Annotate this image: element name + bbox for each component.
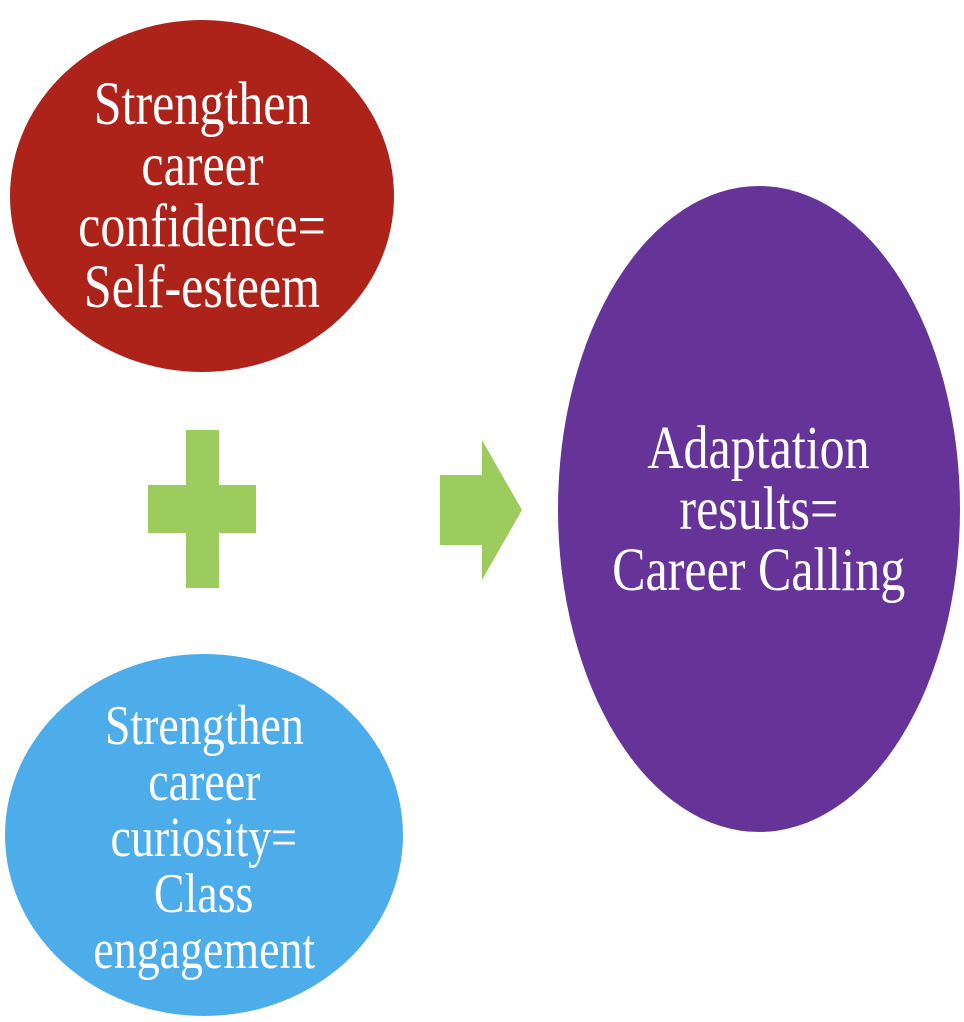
node-text-line: career: [147, 751, 261, 813]
self-esteem-node: Strengthen career confidence= Self-estee…: [10, 20, 394, 372]
node-text-line: Self-esteem: [83, 254, 321, 321]
class-engagement-node: Strengthen career curiosity= Class engag…: [5, 654, 403, 1016]
node-text-line: Strengthen: [93, 71, 311, 138]
node-text-line: confidence=: [78, 193, 326, 260]
career-calling-node: Adaptation results= Career Calling: [558, 186, 960, 832]
node-text-line: Adaptation: [647, 414, 871, 482]
node-text-line: Class: [154, 863, 254, 925]
node-text-line: curiosity=: [110, 807, 298, 869]
plus-icon: [148, 430, 256, 588]
node-text-line: Career Calling: [612, 536, 906, 604]
node-text-line: career: [140, 132, 264, 199]
node-text-line: engagement: [93, 919, 315, 981]
node-text-line: results=: [679, 475, 839, 543]
arrow-right-icon: [440, 440, 522, 580]
node-text-line: Strengthen: [104, 695, 304, 757]
